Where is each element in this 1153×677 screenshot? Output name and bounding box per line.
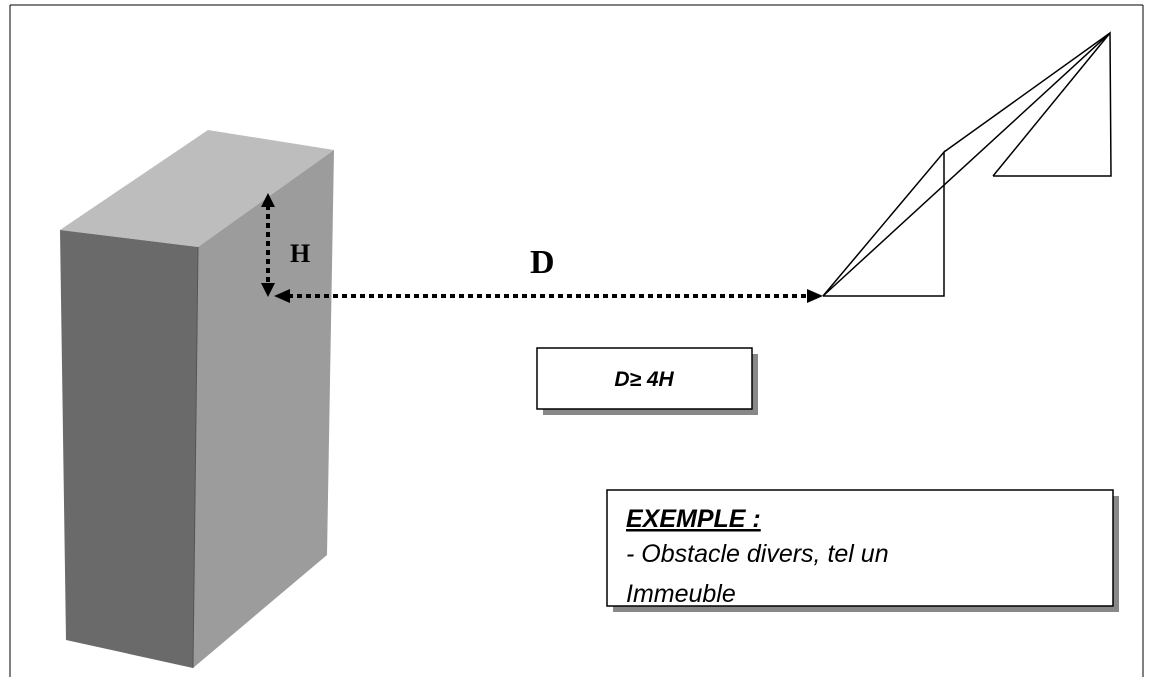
rule-text: D≥ 4H [614, 368, 674, 391]
antenna-drawing [822, 31, 1112, 297]
height-arrow [261, 193, 275, 297]
building-front-face [60, 230, 198, 668]
building-side-face [193, 150, 334, 668]
example-line-1: - Obstacle divers, tel un [626, 540, 889, 568]
example-title: EXEMPLE : [626, 505, 761, 533]
rule-box: D≥ 4H [536, 347, 758, 415]
example-line-2: Immeuble [626, 580, 736, 608]
example-box: EXEMPLE : - Obstacle divers, tel un Imme… [606, 489, 1119, 612]
building-top-face [60, 130, 334, 247]
distance-arrow [274, 289, 823, 303]
height-label: H [290, 239, 310, 268]
page-border [9, 4, 1144, 677]
building-obstacle [60, 130, 334, 669]
distance-label: D [530, 244, 555, 281]
